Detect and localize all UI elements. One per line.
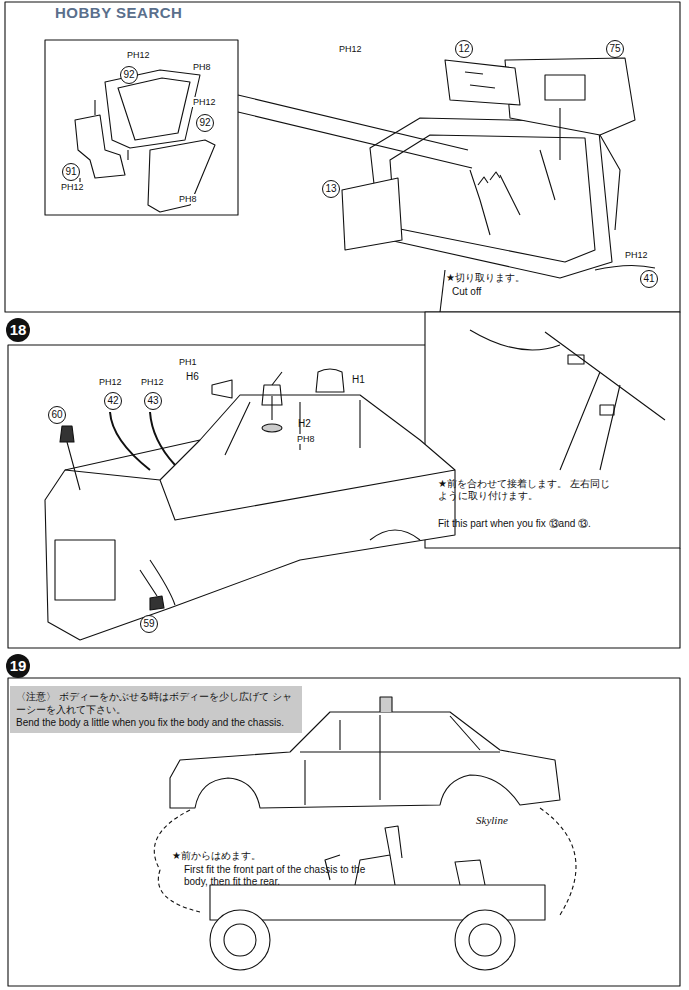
- note-text: H1: [352, 374, 365, 386]
- rear-deck-part: [505, 58, 635, 135]
- mirror-part: [150, 596, 164, 610]
- note-text: H6: [186, 371, 199, 383]
- wheel-arch: [150, 530, 420, 605]
- wheel: [455, 910, 515, 970]
- inset-box: [45, 40, 238, 215]
- roof-mount: [262, 424, 282, 432]
- step-panel: [8, 678, 680, 986]
- wheel: [469, 924, 501, 956]
- wire-part: [110, 412, 175, 470]
- guide-line: [238, 112, 472, 168]
- step-number: 18: [6, 318, 30, 342]
- tab-detail: [600, 405, 614, 415]
- side-panel-part: [342, 178, 402, 250]
- callout-number: 75: [606, 40, 624, 58]
- step-number: 19: [6, 654, 30, 678]
- inset-box: [425, 312, 680, 548]
- fit-guide: [540, 808, 576, 915]
- guide-line: [272, 372, 282, 420]
- callout-number: 92: [120, 66, 138, 84]
- guide-line: [80, 100, 128, 190]
- interior-detail: [478, 172, 500, 185]
- paint-code: PH12: [126, 50, 151, 60]
- panel-part: [465, 72, 495, 88]
- emblem-text: Skyline: [476, 814, 508, 827]
- note-text: Bend the body a little when you fix the …: [16, 716, 296, 729]
- tab-detail: [568, 355, 584, 364]
- note-text: ★前を合わせて接着します。 左右同じように取り付けます。: [438, 478, 613, 501]
- callout-number: 41: [640, 270, 658, 288]
- note-text: Fit this part when you fix ⑬and ⑬.: [438, 518, 673, 530]
- beacon-light: [316, 369, 344, 392]
- guide-line: [67, 442, 157, 596]
- callout-number: 59: [140, 615, 158, 633]
- note-text: ★切り取ります。: [446, 272, 525, 284]
- car-body: [65, 400, 455, 520]
- visor-part: [148, 140, 215, 212]
- paint-code: PH12: [140, 377, 165, 387]
- paint-code: PH12: [98, 377, 123, 387]
- grille: [55, 540, 115, 600]
- guide-line: [440, 270, 445, 312]
- callout-number: 92: [196, 114, 214, 132]
- step-panel: [5, 2, 680, 312]
- note-text: ★前からはめます。: [172, 850, 261, 862]
- mirror-part: [60, 426, 74, 442]
- note-text: H2: [298, 418, 311, 430]
- paint-code: PH12: [338, 44, 363, 54]
- interior-tub: [370, 118, 612, 278]
- bracket-part: [75, 115, 125, 178]
- paint-code: PH12: [192, 97, 217, 107]
- paint-code: PH8: [192, 62, 212, 72]
- callout-number: 13: [322, 180, 340, 198]
- guide-line: [238, 95, 468, 150]
- speaker-part: [212, 380, 232, 398]
- callout-number: 91: [62, 163, 80, 181]
- wheel: [210, 910, 270, 970]
- paint-code: PH12: [60, 182, 85, 192]
- visor-part: [105, 70, 200, 148]
- car-body: [45, 395, 455, 640]
- car-body: [300, 715, 500, 805]
- detail-line: [470, 330, 665, 470]
- guide-line: [560, 108, 620, 230]
- panel-part: [445, 60, 520, 105]
- wheel: [224, 924, 256, 956]
- seat: [325, 826, 485, 885]
- callout-number: 12: [455, 40, 473, 58]
- paint-code: PH8: [178, 194, 198, 204]
- paint-code: PH8: [296, 434, 316, 444]
- interior-detail: [470, 150, 555, 235]
- note-box: 〈注意〉 ボディーをかぶせる時はボディーを少し広げて シャーシーを入れて下さい。…: [10, 686, 302, 733]
- step-panel: [8, 345, 680, 648]
- callout-number: 60: [48, 406, 66, 424]
- interior-tub: [390, 135, 595, 262]
- note-text: Cut off: [452, 286, 481, 298]
- visor-part: [118, 78, 190, 140]
- note-text: 〈注意〉 ボディーをかぶせる時はボディーを少し広げて シャーシーを入れて下さい。: [16, 690, 296, 716]
- callout-number: 42: [104, 392, 122, 410]
- beacon-light: [380, 697, 392, 712]
- paint-code: PH12: [624, 250, 649, 260]
- note-text: First fit the front part of the chassis …: [184, 864, 374, 887]
- rear-deck-part: [545, 75, 585, 100]
- callout-number: 43: [144, 392, 162, 410]
- paint-code: PH1: [178, 357, 198, 367]
- watermark: HOBBY SEARCH: [55, 4, 182, 21]
